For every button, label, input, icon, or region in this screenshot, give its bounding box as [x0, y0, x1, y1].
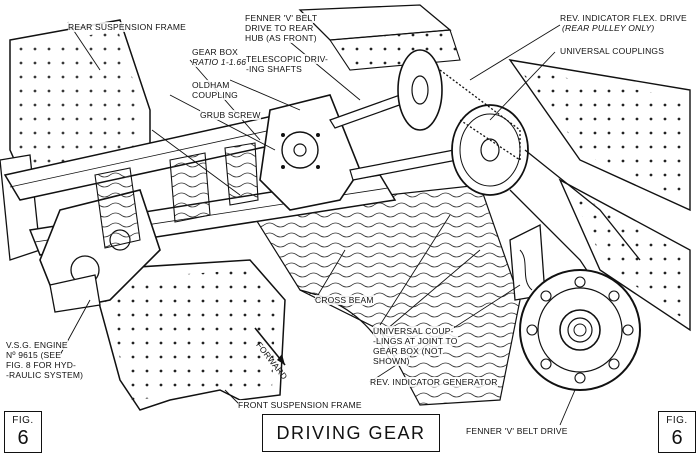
label-oldham-line1: OLDHAM: [192, 80, 230, 90]
label-uc-joint-line2: -LINGS AT JOINT TO: [373, 336, 458, 346]
figure-box-left: FIG. 6: [4, 411, 42, 453]
figure-word-left: FIG.: [12, 415, 34, 426]
label-fenner-belt-rear-line3: HUB (AS FRONT): [245, 33, 317, 43]
hub-wheel: [519, 269, 641, 391]
label-uc-joint-line4: SHOWN): [373, 356, 410, 366]
label-rear-suspension-frame: REAR SUSPENSION FRAME: [68, 22, 187, 32]
front-suspension-frame: [89, 259, 286, 411]
label-rev-generator: REV. INDICATOR GENERATOR: [370, 377, 498, 387]
label-fenner-belt-rear-line2: DRIVE TO REAR: [245, 23, 314, 33]
label-uc-joint-line3: GEAR BOX (NOT: [373, 346, 444, 356]
label-cross-beam: CROSS BEAM: [315, 295, 374, 305]
figure-number-right: 6: [671, 427, 683, 449]
label-fenner-belt-drive: FENNER 'V' BELT DRIVE: [466, 426, 568, 436]
label-fenner-belt-rear-line1: FENNER 'V' BELT: [245, 13, 318, 23]
label-vsg-line1: V.S.G. ENGINE: [6, 340, 68, 350]
figure-word-right: FIG.: [666, 415, 688, 426]
label-grub-screw: GRUB SCREW: [200, 110, 261, 120]
forward-arrow: [254, 327, 286, 366]
label-rev-flex-line2: (REAR PULLEY ONLY): [562, 23, 655, 33]
label-gear-box-line2: RATIO 1-1.66: [192, 57, 247, 67]
rear-pulley: [397, 49, 443, 131]
label-telescopic-line1: TELESCOPIC DRIV-: [246, 54, 329, 64]
figure-box-right: FIG. 6: [658, 411, 696, 453]
label-vsg-line3: FIG. 8 FOR HYD-: [6, 360, 77, 370]
label-universal-couplings: UNIVERSAL COUPLINGS: [560, 46, 665, 56]
label-uc-joint-line1: UNIVERSAL COUP-: [373, 326, 454, 336]
diagram-title: DRIVING GEAR: [262, 414, 440, 452]
gear-box-housing: [259, 94, 361, 211]
figure-number-left: 6: [17, 427, 29, 449]
top-frame-members: [298, 4, 691, 332]
label-vsg-line2: Nº 9615 (SEE: [6, 350, 62, 360]
front-pulley: [451, 104, 529, 196]
label-gear-box-line1: GEAR BOX: [192, 47, 239, 57]
label-rev-flex-line1: REV. INDICATOR FLEX. DRIVE: [560, 13, 687, 23]
label-vsg-line4: -RAULIC SYSTEM): [6, 370, 84, 380]
label-front-suspension-frame: FRONT SUSPENSION FRAME: [238, 400, 362, 410]
label-telescopic-line2: -ING SHAFTS: [246, 64, 303, 74]
label-oldham-line2: COUPLING: [192, 90, 238, 100]
